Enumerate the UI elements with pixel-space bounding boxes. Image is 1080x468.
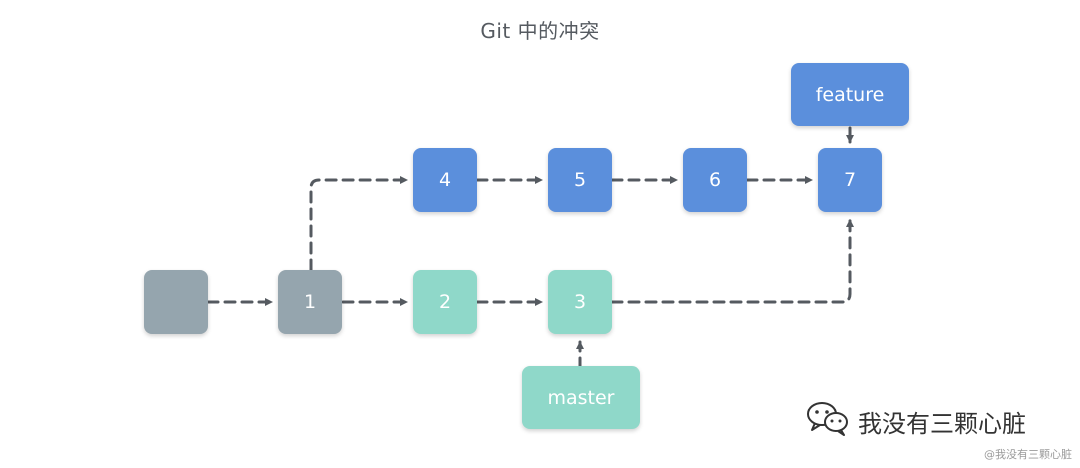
commit-2: 2 [413, 270, 477, 334]
edge-1-4 [309, 176, 409, 272]
branch-label-feature: feature [791, 63, 909, 126]
watermark-small: @我没有三颗心脏 [984, 448, 1072, 461]
wechat-icon [806, 400, 850, 442]
commit-3: 3 [548, 270, 612, 334]
watermark-text: 我没有三颗心脏 [858, 409, 1026, 438]
edge-3-7 [610, 218, 854, 304]
commit-7: 7 [818, 148, 882, 212]
commit-root [144, 270, 208, 334]
commit-5: 5 [548, 148, 612, 212]
commit-1: 1 [278, 270, 342, 334]
commit-6: 6 [683, 148, 747, 212]
branch-label-master: master [522, 366, 640, 429]
watermark: 我没有三颗心脏 [806, 400, 1026, 442]
commit-4: 4 [413, 148, 477, 212]
diagram-title: Git 中的冲突 [480, 19, 600, 43]
